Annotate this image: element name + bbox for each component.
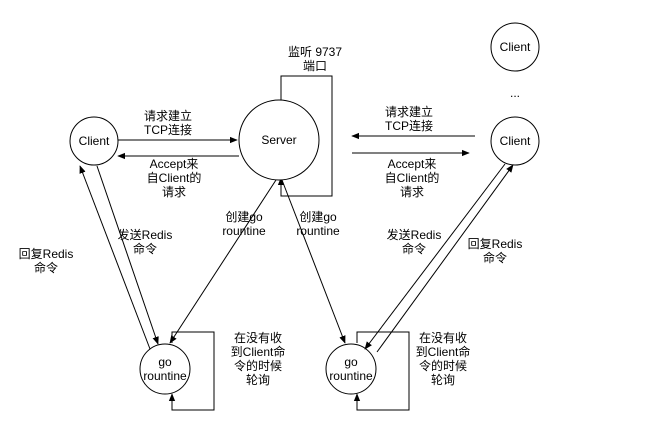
send-redis-right-label: 发送Redis 命令 xyxy=(386,228,442,256)
ellipsis-label: ... xyxy=(509,86,521,100)
go-right-node xyxy=(325,343,377,395)
arrow-reply-redis-left xyxy=(79,165,151,350)
client-top-right-label: Client xyxy=(499,40,531,54)
poll-right-label: 在没有收 到Client命 令的时候 轮询 xyxy=(415,331,471,387)
go-left-poll-loop xyxy=(168,331,215,411)
reply-redis-left-label: 回复Redis 命令 xyxy=(18,247,74,275)
request-tcp-left-label: 请求建立 TCP连接 xyxy=(143,109,193,137)
accept-right-label: Accept来 自Client的 请求 xyxy=(384,157,440,199)
client-left-label: Client xyxy=(78,134,110,148)
go-right-poll-loop xyxy=(353,331,410,411)
create-go-left-label: 创建go rountine xyxy=(222,210,266,238)
request-tcp-right-label: 请求建立 TCP连接 xyxy=(384,105,434,133)
server-label: Server xyxy=(261,133,297,147)
reply-redis-right-label: 回复Redis 命令 xyxy=(467,237,523,265)
accept-left-label: Accept来 自Client的 请求 xyxy=(146,157,202,199)
server-listen-loop xyxy=(277,75,333,197)
server-node xyxy=(238,99,320,181)
create-go-right-label: 创建go rountine xyxy=(296,210,340,238)
client-right-label: Client xyxy=(499,134,531,148)
go-left-label: go rountine xyxy=(143,355,187,383)
client-right-node xyxy=(490,116,540,166)
arrow-create-go-left xyxy=(169,179,277,344)
arrow-create-go-right xyxy=(281,179,346,344)
client-left-node xyxy=(69,116,119,166)
poll-left-label: 在没有收 到Client命 令的时候 轮询 xyxy=(230,331,286,387)
arrow-reply-redis-right xyxy=(376,164,514,353)
listen-port-label: 监听 9737 端口 xyxy=(287,45,343,73)
go-left-node xyxy=(139,343,191,395)
go-right-label: go rountine xyxy=(329,355,373,383)
client-top-right-node xyxy=(490,22,540,72)
arrow-send-redis-right xyxy=(364,163,506,350)
send-redis-left-label: 发送Redis 命令 xyxy=(117,228,173,256)
arrow-send-redis-left xyxy=(96,165,159,345)
